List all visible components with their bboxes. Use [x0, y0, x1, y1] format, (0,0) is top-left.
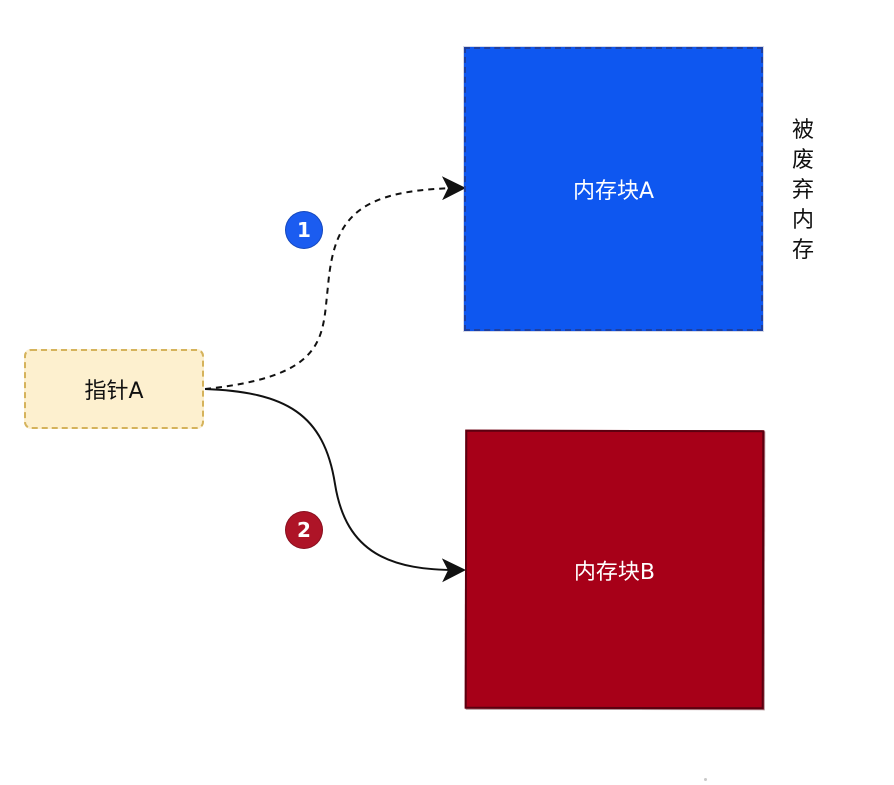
step-two-label: 2 — [297, 518, 311, 542]
pointer-a-label: 指针A — [84, 379, 144, 404]
memory-block-b: 内存块B — [464, 429, 765, 710]
step-one-badge: 1 — [285, 211, 323, 249]
pointer-a-node: 指针A — [24, 349, 204, 429]
step-two-badge: 2 — [285, 511, 323, 549]
memory-block-a: 内存块A — [464, 47, 763, 331]
dashed-pointer-arrow — [204, 176, 466, 390]
memory-block-a-label: 内存块A — [572, 179, 655, 204]
step-one-label: 1 — [297, 218, 311, 242]
discarded-memory-label: 被 废 弃 内 存 — [791, 118, 814, 263]
solid-pointer-arrow — [204, 388, 466, 583]
decorative-dot — [704, 778, 707, 781]
memory-block-b-label: 内存块B — [573, 559, 656, 585]
